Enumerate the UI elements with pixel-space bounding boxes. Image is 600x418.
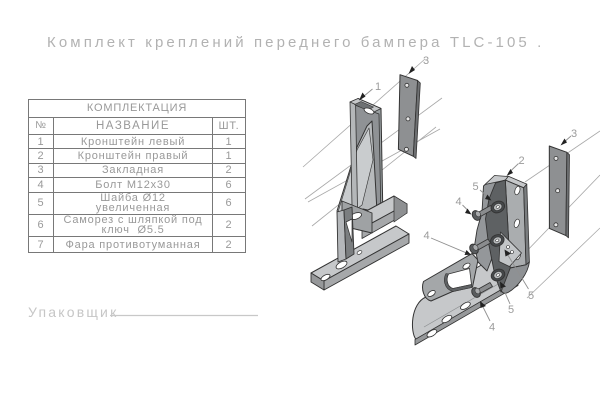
svg-text:3: 3 <box>423 55 429 67</box>
svg-text:1: 1 <box>375 81 381 93</box>
svg-text:4: 4 <box>456 196 462 208</box>
svg-text:5: 5 <box>508 304 514 316</box>
svg-text:3: 3 <box>571 128 577 140</box>
svg-text:5: 5 <box>528 290 534 302</box>
svg-text:4: 4 <box>489 322 495 334</box>
svg-text:5: 5 <box>473 181 479 193</box>
svg-text:2: 2 <box>519 155 525 167</box>
svg-text:4: 4 <box>424 230 430 242</box>
